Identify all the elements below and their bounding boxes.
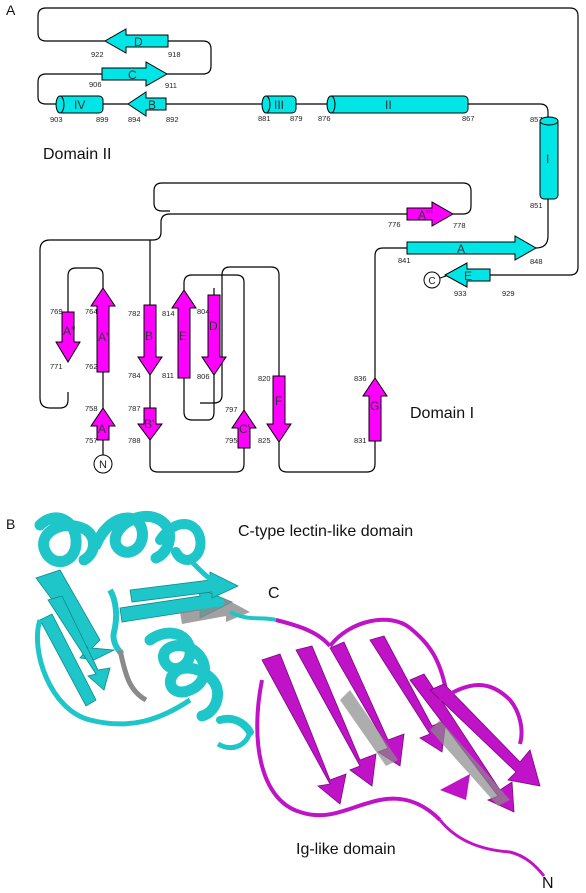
sse-labels: D C B IV III II I A E A''' A'' A' A B B'… — [63, 35, 549, 436]
strand-b2 — [127, 91, 167, 117]
lbl-Ap: A'' — [63, 324, 76, 338]
lbl-F1: F — [275, 394, 282, 408]
res-922: 922 — [91, 50, 104, 59]
res-903: 903 — [50, 115, 63, 124]
res-757: 757 — [85, 436, 98, 445]
res-876: 876 — [318, 114, 331, 123]
res-879: 879 — [290, 114, 303, 123]
res-933: 933 — [454, 289, 467, 298]
res-782: 782 — [128, 309, 141, 318]
res-851: 851 — [530, 201, 543, 210]
strand-a0 — [90, 407, 116, 441]
lbl-D1: D — [209, 319, 218, 333]
res-899: 899 — [96, 115, 109, 124]
panel-a-label: A — [6, 2, 16, 18]
res-848: 848 — [530, 257, 543, 266]
res-918: 918 — [168, 50, 181, 59]
res-797: 797 — [225, 405, 238, 414]
strand-bp — [137, 407, 163, 441]
domain-ii-elements — [55, 28, 559, 288]
res-820: 820 — [258, 374, 271, 383]
n-terminus-circle — [93, 454, 113, 474]
strand-e1 — [171, 289, 197, 379]
lbl-B2: B — [148, 98, 156, 112]
c-terminus-b: C — [268, 585, 280, 602]
strand-c1 — [231, 409, 257, 449]
lbl-A2: A — [457, 242, 465, 256]
res-764: 764 — [85, 307, 98, 316]
lbl-I: I — [546, 152, 549, 166]
domain-ii-label: Domain II — [43, 146, 111, 163]
res-892: 892 — [166, 115, 179, 124]
strand-c2 — [101, 61, 169, 87]
helix-ii — [327, 95, 469, 114]
lbl-C1: C' — [239, 422, 250, 436]
lbl-III: III — [274, 98, 284, 112]
res-762: 762 — [85, 362, 98, 371]
lbl-D2: D — [134, 35, 143, 49]
res-841: 841 — [398, 256, 411, 265]
strand-ap — [55, 311, 81, 363]
domain-i-elements — [55, 201, 455, 449]
res-881: 881 — [258, 114, 271, 123]
strand-a3 — [406, 201, 455, 227]
res-811: 811 — [162, 371, 174, 380]
c-terminus-circle — [423, 271, 441, 289]
res-831: 831 — [354, 436, 367, 445]
lbl-IV: IV — [74, 98, 85, 112]
res-769: 769 — [50, 307, 63, 316]
res-788: 788 — [128, 436, 141, 445]
n-terminus-label: N — [99, 459, 107, 471]
res-771: 771 — [50, 362, 63, 371]
ctld-label: C-type lectin-like domain — [238, 523, 413, 540]
lbl-II: II — [385, 98, 392, 112]
res-795: 795 — [225, 436, 238, 445]
strand-d2 — [103, 28, 169, 54]
res-806: 806 — [197, 372, 210, 381]
n-terminus-b: N — [542, 875, 554, 892]
strand-a1 — [90, 287, 116, 373]
strand-b1 — [137, 304, 163, 376]
res-804: 804 — [197, 307, 210, 316]
topology-loops — [37, 7, 579, 473]
lbl-A3: A''' — [418, 208, 433, 222]
lbl-A1: A' — [98, 330, 108, 344]
res-776: 776 — [388, 220, 401, 229]
c-terminus-label: C — [428, 276, 435, 287]
strand-a2 — [406, 235, 538, 261]
res-825: 825 — [258, 436, 271, 445]
res-787: 787 — [128, 404, 141, 413]
lbl-G1: G — [370, 399, 379, 413]
lbl-E1: E — [179, 329, 187, 343]
lbl-Bp: B' — [144, 417, 154, 431]
ctld-ribbon — [34, 510, 277, 750]
res-758: 758 — [85, 404, 98, 413]
res-784: 784 — [128, 371, 141, 380]
res-778: 778 — [453, 221, 466, 230]
res-929: 929 — [502, 289, 515, 298]
res-857: 857 — [530, 115, 543, 124]
lbl-B1: B — [145, 329, 153, 343]
residue-numbers: 922 918 906 911 903 899 894 892 881 879 … — [50, 50, 543, 445]
res-836: 836 — [354, 374, 367, 383]
lbl-A0: A — [98, 422, 106, 436]
strand-f1 — [266, 375, 292, 443]
panel-b-label: B — [6, 516, 15, 532]
strand-e2 — [443, 262, 491, 288]
res-814: 814 — [162, 309, 175, 318]
res-906: 906 — [89, 80, 102, 89]
strand-d1 — [201, 294, 227, 376]
res-867: 867 — [462, 114, 475, 123]
res-894: 894 — [128, 115, 141, 124]
domain-i-label: Domain I — [410, 405, 474, 422]
ig-ribbon — [255, 617, 546, 877]
lbl-E2: E — [464, 269, 472, 283]
strand-g1 — [362, 377, 388, 442]
ig-label: Ig-like domain — [296, 841, 396, 858]
res-911: 911 — [165, 81, 177, 90]
lbl-C2: C — [128, 68, 137, 82]
